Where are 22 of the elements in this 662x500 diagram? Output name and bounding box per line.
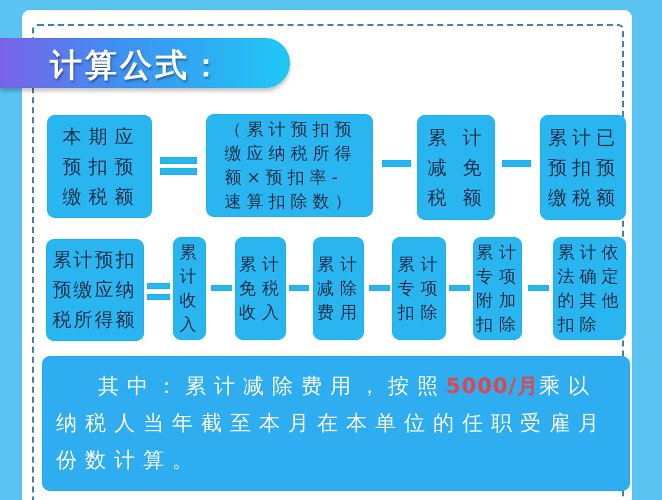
formula-text: 累计依法确定的其他扣除 — [558, 242, 624, 336]
formula-box — [206, 114, 373, 217]
formula-box — [417, 115, 495, 220]
formula-box — [540, 115, 626, 220]
formula-box — [392, 237, 446, 340]
formula-text: 本期应预扣预缴税额 — [62, 124, 142, 210]
formula-text: 累计专项扣除 — [398, 254, 444, 324]
formula-text: 累计已预扣预缴税额 — [548, 126, 621, 210]
formula-box — [46, 239, 144, 341]
formula-text: 累计免税收入 — [239, 254, 286, 324]
formula-box — [47, 115, 152, 218]
formula-text: 累计减免税额 — [428, 126, 498, 210]
note-box — [42, 356, 630, 491]
formula-box — [235, 237, 286, 340]
formula-text: 累计减除费用 — [317, 254, 364, 324]
formula-text: 累计专项附加扣除 — [476, 242, 523, 336]
title: 计算公式： — [50, 45, 225, 86]
formula-text: 累计预扣预缴应纳税所得额 — [52, 248, 138, 333]
formula-text: （累计预扣预缴应纳税所得额×预扣率-速算扣除数） — [224, 118, 358, 214]
formula-box — [313, 237, 364, 340]
formula-text: 累计收入 — [180, 242, 198, 336]
formula-box — [173, 237, 206, 340]
